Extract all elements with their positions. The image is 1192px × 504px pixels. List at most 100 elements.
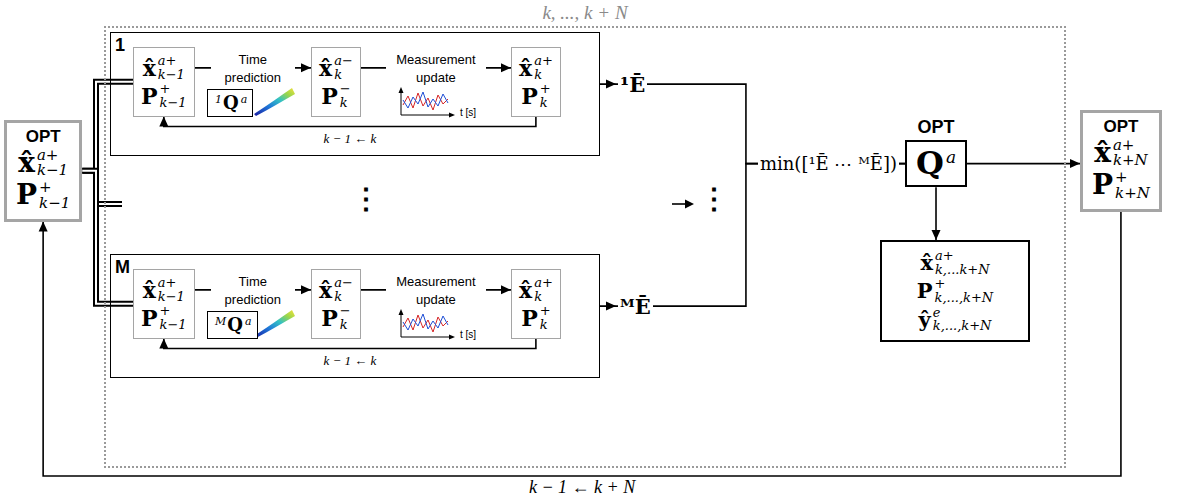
subscript: k−1 bbox=[158, 68, 185, 82]
superscript: + bbox=[160, 82, 187, 96]
spacer bbox=[215, 105, 222, 112]
double-line-outer bbox=[82, 171, 133, 304]
script-stack: a+k−1 bbox=[37, 148, 68, 180]
subscript: k bbox=[534, 290, 553, 304]
script-stack: a bbox=[245, 316, 252, 334]
superscript: + bbox=[160, 304, 187, 318]
state-box: x̂a+kP+k bbox=[511, 269, 561, 339]
connector-line bbox=[361, 67, 511, 69]
superscript: e bbox=[933, 306, 992, 320]
script-stack: +k bbox=[540, 304, 551, 331]
formula-symbol: Q bbox=[916, 146, 944, 181]
superscript: a− bbox=[334, 54, 353, 68]
heading: OPT bbox=[918, 117, 955, 137]
flow-arrow bbox=[600, 80, 905, 164]
spacer bbox=[215, 327, 226, 334]
edge-label: k − 1 ← k bbox=[323, 353, 376, 368]
label-patch: t [s] bbox=[458, 102, 478, 120]
subscript: k−1 bbox=[160, 96, 187, 110]
script-stack: +k−1 bbox=[160, 304, 187, 331]
formula-row: P+k,...,k+N bbox=[896, 277, 1014, 304]
script-stack: M bbox=[215, 316, 226, 334]
state-box: x̂a+k−1P+k−1 bbox=[133, 269, 195, 339]
formula-row: x̂a+k+N bbox=[1092, 138, 1150, 170]
axis-label: t [s] bbox=[460, 107, 476, 118]
formula-symbol: Q bbox=[223, 93, 239, 113]
formula-row: P−k bbox=[319, 304, 353, 331]
subscript: k bbox=[334, 290, 353, 304]
formula-symbol: P bbox=[141, 84, 158, 108]
formula-symbol: x̂ bbox=[1094, 138, 1111, 169]
superscript: a bbox=[245, 316, 252, 328]
flow-arrow bbox=[159, 339, 536, 349]
formula-row: x̂a+k bbox=[519, 276, 553, 303]
arrowhead bbox=[606, 302, 616, 311]
superscript: + bbox=[935, 277, 994, 291]
script-stack: a+k−1 bbox=[158, 276, 185, 303]
script-stack: a+k−1 bbox=[158, 54, 185, 81]
superscript: a+ bbox=[37, 148, 68, 164]
edge-label: Time prediction bbox=[225, 52, 281, 85]
arrowhead bbox=[301, 63, 311, 72]
arrowhead bbox=[159, 117, 168, 127]
edge-label: ᴹĒ bbox=[620, 294, 651, 319]
arrowhead bbox=[159, 339, 168, 349]
connector-line bbox=[195, 289, 311, 291]
formula-row: x̂a−k bbox=[319, 54, 353, 81]
edge-label: k − 1 ← k bbox=[323, 131, 376, 146]
formula-row: P−k bbox=[319, 82, 353, 109]
superscript: a− bbox=[334, 276, 353, 290]
ellipsis: ⋮ bbox=[700, 182, 728, 215]
script-stack: a+k bbox=[534, 54, 553, 81]
formula-row: x̂a+k,...k+N bbox=[896, 249, 1014, 276]
horizon-frame: x̂a+k−1P+k−11Qax̂a−kP−kx̂a+kP+k1x̂a+k−1P… bbox=[104, 26, 1066, 468]
spacer bbox=[946, 167, 956, 179]
script-stack: a bbox=[241, 94, 248, 112]
heading-holder: 1 bbox=[115, 35, 125, 56]
connector-line bbox=[600, 84, 905, 164]
state-box: x̂a−kP−k bbox=[311, 47, 361, 117]
connector-line bbox=[43, 212, 1121, 476]
double-line-inner bbox=[82, 82, 133, 171]
formula-symbol: P bbox=[321, 84, 338, 108]
edge-label-patch: k − 1 ← k + N bbox=[527, 478, 637, 498]
flow-arrow bbox=[195, 285, 311, 294]
label-patch: ⋮ bbox=[350, 184, 382, 215]
edge-label: Measurement update bbox=[396, 52, 475, 85]
filter-box: x̂a+k−1P+k−11Qax̂a−kP−kx̂a+kP+k1 bbox=[110, 32, 600, 156]
noise-box: MQa bbox=[207, 311, 258, 339]
double-connector bbox=[82, 171, 133, 304]
arrowhead bbox=[606, 80, 616, 89]
script-stack: +k−1 bbox=[39, 180, 70, 212]
flow-arrow bbox=[195, 63, 311, 72]
subscript: k,...,k+N bbox=[935, 291, 994, 305]
formula-symbol: P bbox=[521, 306, 538, 330]
superscript: + bbox=[540, 304, 551, 318]
formula-row: P+k−1 bbox=[141, 82, 187, 109]
edge-label-patch: ¹Ē bbox=[618, 73, 647, 96]
formula-symbol: x̂ bbox=[920, 251, 933, 274]
superscript: a+ bbox=[1113, 138, 1148, 154]
state-box: x̂a+k−1P+k−1 bbox=[133, 47, 195, 117]
superscript: − bbox=[340, 82, 351, 96]
subscript: k−1 bbox=[160, 318, 187, 332]
formula-symbol: x̂ bbox=[319, 56, 332, 80]
connector-line bbox=[967, 163, 1080, 165]
formula-row: P+k−1 bbox=[16, 180, 70, 212]
edge-label-patch: Time prediction bbox=[211, 272, 295, 307]
heading-holder: k, ..., k + N bbox=[106, 2, 1064, 24]
script-stack: a+k+N bbox=[1113, 138, 1148, 170]
arrowhead bbox=[301, 285, 311, 294]
formula-row: OPT bbox=[16, 127, 70, 147]
superscript: + bbox=[540, 82, 551, 96]
formula-symbol: x̂ bbox=[18, 148, 35, 179]
formula-symbol: Q bbox=[227, 315, 243, 335]
formula-symbol: x̂ bbox=[519, 278, 532, 302]
connector-line bbox=[361, 289, 511, 291]
edge-label: ¹Ē bbox=[620, 72, 645, 97]
formula-symbol: x̂ bbox=[319, 278, 332, 302]
script-stack: a+k,...k+N bbox=[935, 249, 990, 276]
subscript: k+N bbox=[1115, 186, 1150, 202]
result-box: x̂a+k,...k+NP+k,...,k+Nŷek,...,k+N bbox=[880, 240, 1030, 342]
